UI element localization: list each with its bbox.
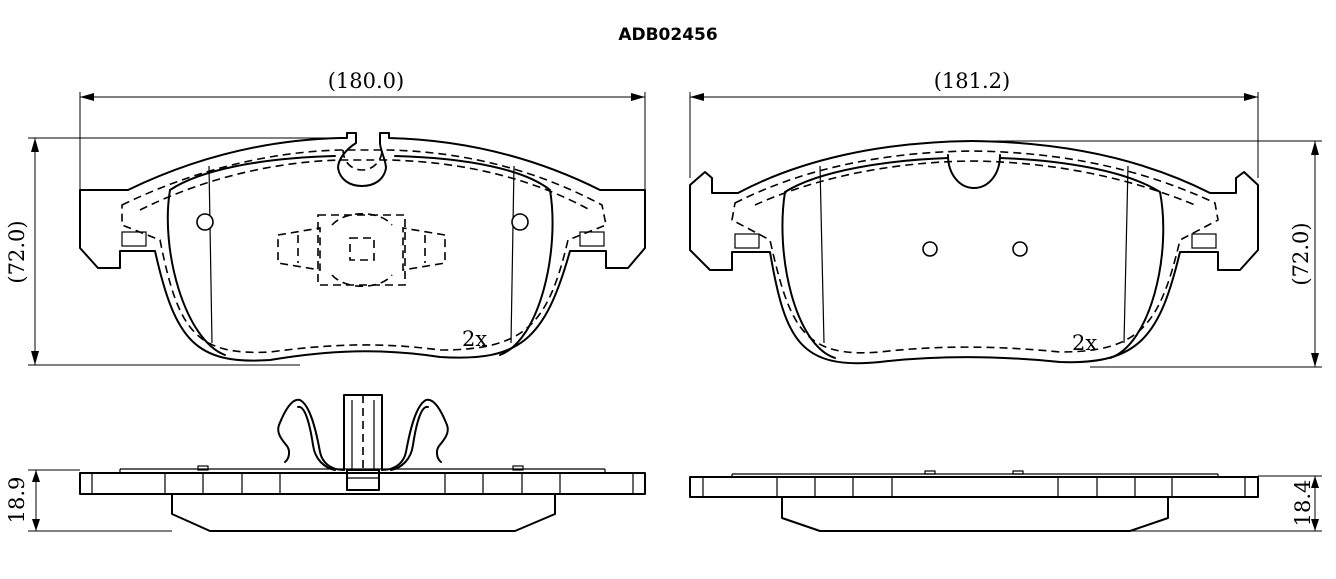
left-width-dimension: (180.0) (328, 69, 405, 93)
right-pad-side-view: 18.4 (689, 470, 1322, 532)
left-pad-side-view: 18.9 (5, 394, 646, 532)
right-thickness-dimension: 18.4 (1291, 480, 1315, 527)
left-height-dimension: (72.0) (5, 220, 29, 283)
left-pad-quantity: 2x (462, 327, 487, 351)
right-pad-quantity: 2x (1072, 331, 1097, 355)
right-pad-hole-right (1012, 241, 1028, 257)
left-pad-hole-right (511, 213, 529, 231)
right-pad-hole-left (922, 241, 938, 257)
center-clip-outline (277, 213, 446, 287)
right-pad-front-view: (181.2) (72.0) 2x (689, 69, 1322, 368)
right-width-dimension: (181.2) (934, 69, 1011, 93)
left-pad-hole-left (196, 213, 214, 231)
part-number-title: ADB02456 (618, 25, 717, 45)
right-height-dimension: (72.0) (1289, 222, 1313, 285)
left-pad-front-view: (180.0) (72.0) (5, 69, 646, 366)
left-thickness-dimension: 18.9 (5, 477, 29, 524)
